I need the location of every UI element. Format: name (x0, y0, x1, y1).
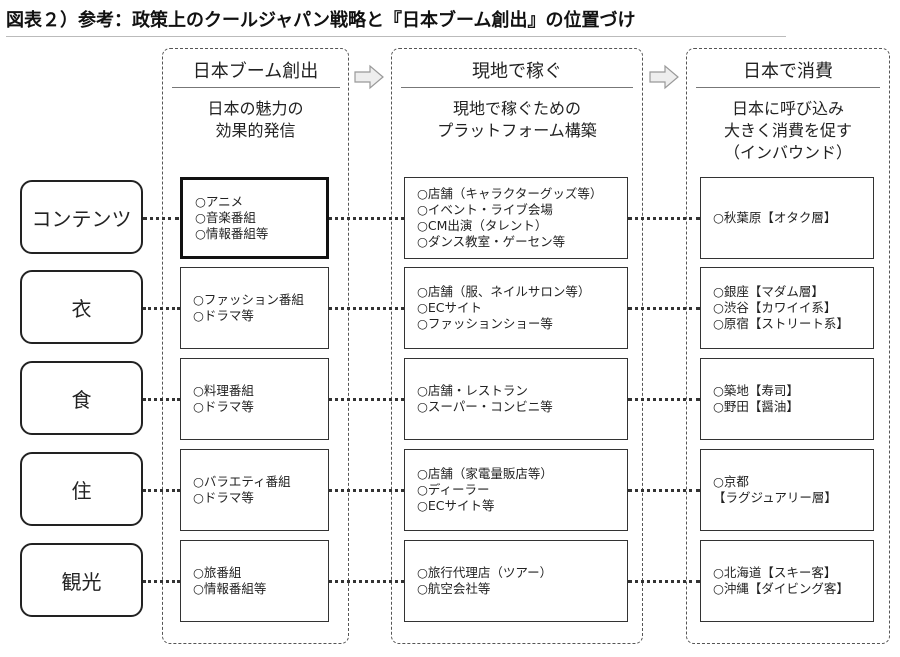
cell-clothing-boom: ○ファッション番組 ○ドラマ等 (180, 267, 329, 349)
connector-dots (628, 398, 700, 401)
connector-dots (143, 307, 180, 310)
column-heading-rule (401, 87, 633, 88)
column-frame-boom (162, 48, 349, 644)
cell-tourism-consume: ○北海道【スキー客】 ○沖縄【ダイビング客】 (700, 540, 874, 622)
cell-food-local: ○店舗・レストラン ○スーパー・コンビニ等 (404, 358, 628, 440)
column-heading-rule (172, 87, 340, 88)
column-frame-local (391, 48, 643, 644)
cell-food-consume: ○築地【寿司】 ○野田【醤油】 (700, 358, 874, 440)
row-label-tourism: 観光 (20, 543, 143, 617)
row-label-housing: 住 (20, 452, 143, 526)
cell-contents-local: ○店舗（キャラクターグッズ等） ○イベント・ライブ会場 ○CM出演（タレント） … (404, 177, 628, 259)
connector-dots (329, 307, 404, 310)
connector-dots (628, 489, 700, 492)
cell-housing-consume: ○京都 【ラグジュアリー層】 (700, 449, 874, 531)
connector-dots (329, 217, 404, 220)
cell-contents-consume: ○秋葉原【オタク層】 (700, 177, 874, 259)
connector-dots (143, 489, 180, 492)
cell-clothing-consume: ○銀座【マダム層】 ○渋谷【カワイイ系】 ○原宿【ストリート系】 (700, 267, 874, 349)
arrow-right-icon (354, 64, 384, 90)
cell-tourism-boom: ○旅番組 ○情報番組等 (180, 540, 329, 622)
title-underline (6, 36, 786, 37)
arrow-right-icon (649, 64, 679, 90)
column-heading-boom: 日本ブーム創出 (192, 61, 319, 82)
column-frame-consume (686, 48, 890, 644)
connector-dots (628, 217, 700, 220)
row-label-clothing: 衣 (20, 270, 143, 344)
cell-tourism-local: ○旅行代理店（ツアー） ○航空会社等 (404, 540, 628, 622)
connector-dots (143, 217, 179, 220)
column-heading-rule (696, 87, 880, 88)
row-label-food: 食 (20, 361, 143, 435)
connector-dots (329, 489, 404, 492)
connector-dots (628, 580, 700, 583)
page-title: 図表２）参考：政策上のクールジャパン戦略と『日本ブーム創出』の位置づけ (6, 10, 636, 31)
cell-housing-boom: ○バラエティ番組 ○ドラマ等 (180, 449, 329, 531)
connector-dots (329, 398, 404, 401)
column-heading-consume: 日本で消費 (743, 61, 833, 82)
cell-food-boom: ○料理番組 ○ドラマ等 (180, 358, 329, 440)
connector-dots (143, 398, 180, 401)
connector-dots (628, 307, 700, 310)
cell-housing-local: ○店舗（家電量販店等） ○ディーラー ○ECサイト等 (404, 449, 628, 531)
column-subtitle-consume: 日本に呼び込み 大きく消費を促す （インバウンド） (723, 99, 852, 162)
cell-clothing-local: ○店舗（服、ネイルサロン等） ○ECサイト ○ファッションショー等 (404, 267, 628, 349)
column-subtitle-local: 現地で稼ぐための プラットフォーム構築 (437, 99, 597, 140)
connector-dots (143, 580, 180, 583)
column-subtitle-boom: 日本の魅力の 効果的発信 (207, 99, 304, 140)
column-heading-local: 現地で稼ぐ (472, 61, 562, 82)
connector-dots (329, 580, 404, 583)
cell-contents-boom: ○アニメ ○音楽番組 ○情報番組等 (180, 177, 329, 259)
row-label-contents: コンテンツ (20, 180, 143, 254)
